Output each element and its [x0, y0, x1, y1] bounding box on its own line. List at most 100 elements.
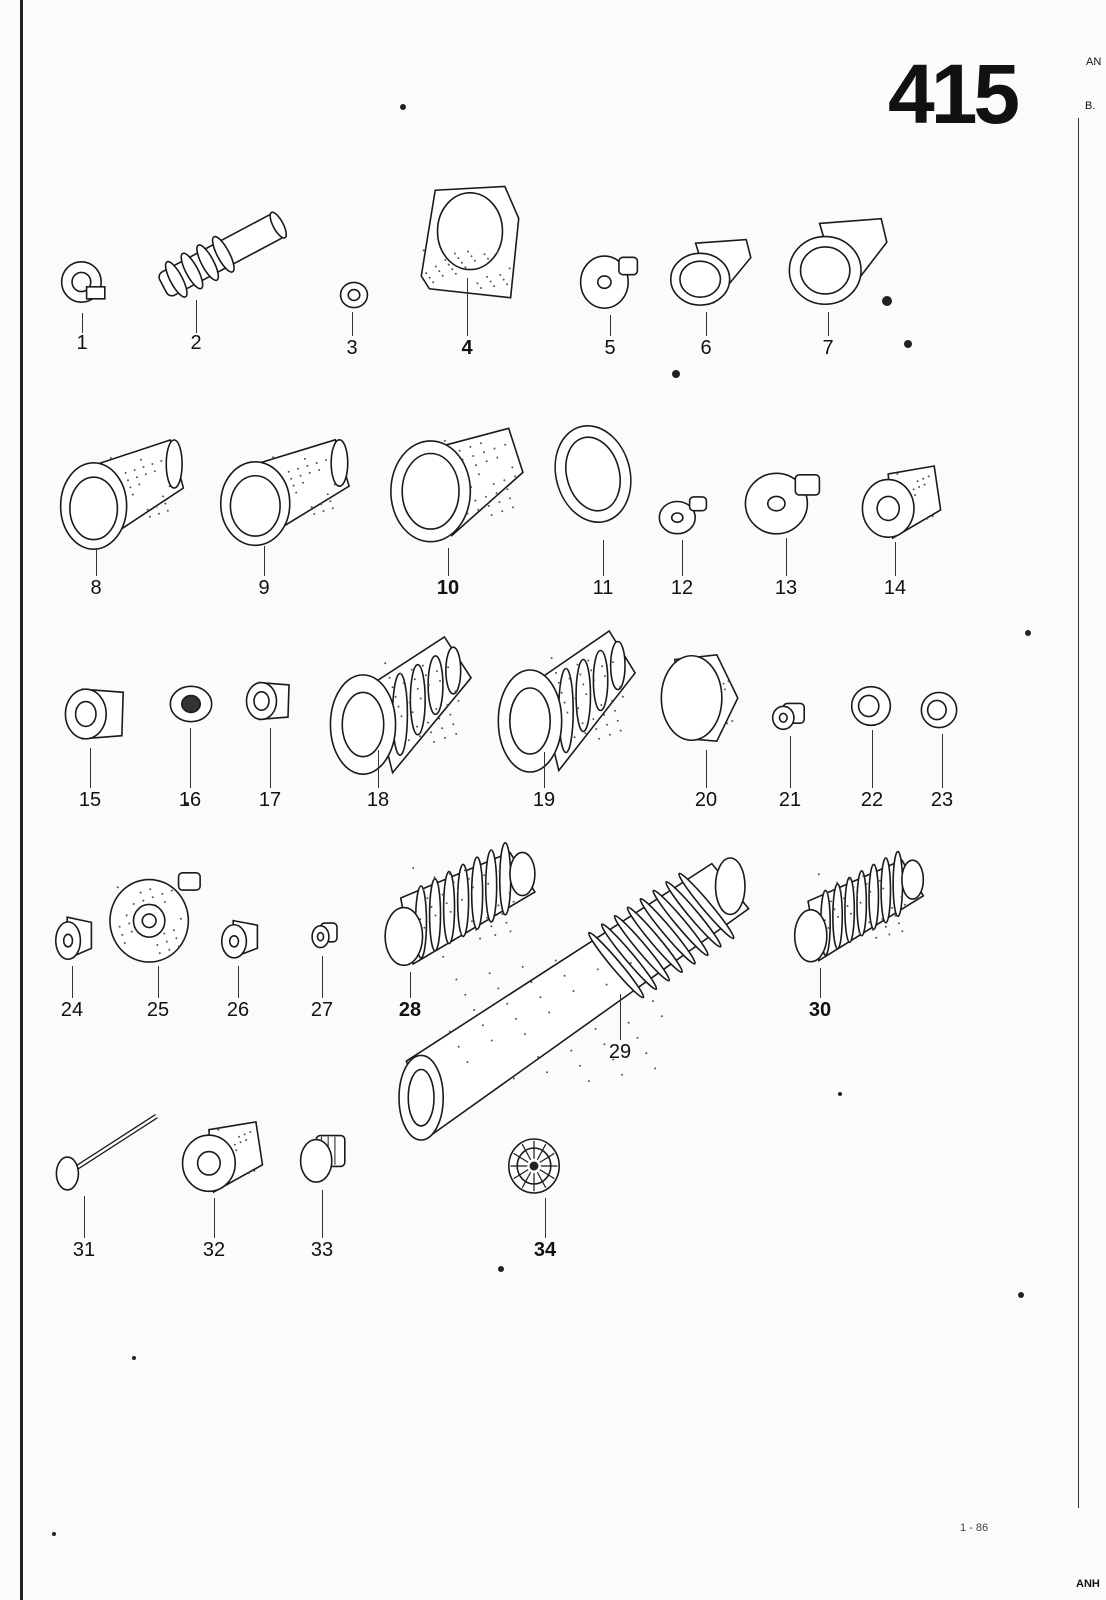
- callout-number: 18: [366, 789, 390, 811]
- leader-line: [610, 315, 611, 336]
- leader-line: [786, 538, 787, 576]
- small-grommet-icon: [656, 490, 712, 536]
- collar-ring-icon: [58, 258, 110, 306]
- stepped-bellows-icon: [494, 628, 638, 778]
- scan-speck: [400, 104, 406, 110]
- scan-speck: [838, 1092, 842, 1096]
- leader-line: [410, 972, 411, 998]
- leader-line: [90, 748, 91, 788]
- callout-number: 30: [808, 999, 832, 1021]
- callout-number: 24: [60, 999, 84, 1021]
- right-margin-rule: [1078, 118, 1079, 1508]
- scan-speck: [132, 1356, 136, 1360]
- disc-grommet-icon: [742, 464, 828, 536]
- leader-line: [322, 1190, 323, 1238]
- leader-line: [682, 540, 683, 576]
- small-plug-icon: [220, 916, 264, 962]
- scan-speck: [904, 340, 912, 348]
- bellows-boot-icon: [792, 850, 926, 966]
- leader-line: [706, 750, 707, 788]
- callout-number: 5: [604, 337, 616, 359]
- edge-label-top: AN: [1086, 56, 1102, 68]
- left-margin-rule: [20, 0, 23, 1600]
- scan-speck: [1018, 1292, 1024, 1298]
- bellows-boot-icon: [382, 841, 538, 970]
- oval-gasket-icon: [552, 422, 634, 526]
- leader-line: [790, 736, 791, 788]
- leader-line: [448, 548, 449, 576]
- callout-number: 1: [76, 332, 88, 354]
- callout-number: 3: [346, 337, 358, 359]
- leader-line: [196, 300, 197, 333]
- callout-number: 4: [461, 337, 473, 359]
- callout-number: 14: [883, 577, 907, 599]
- callout-number: 17: [258, 789, 282, 811]
- edge-label-bottom: ANH: [1076, 1578, 1100, 1590]
- callout-number: 27: [310, 999, 334, 1021]
- leader-line: [84, 1196, 85, 1238]
- callout-number: 25: [146, 999, 170, 1021]
- round-sleeve-icon: [658, 650, 742, 746]
- scan-speck: [52, 1532, 56, 1536]
- tiny-plug-icon: [310, 918, 340, 952]
- callout-number: 22: [860, 789, 884, 811]
- tiny-plug-icon: [770, 698, 808, 734]
- callout-number: 23: [930, 789, 954, 811]
- callout-number: 31: [72, 1239, 96, 1261]
- callout-number: 6: [700, 337, 712, 359]
- leader-line: [72, 966, 73, 998]
- callout-number: 11: [592, 577, 614, 599]
- rod-pin-icon: [52, 1112, 162, 1194]
- callout-number: 7: [822, 337, 834, 359]
- callout-number: 12: [670, 577, 694, 599]
- page-date: 1 - 86: [960, 1522, 989, 1534]
- small-nut-icon: [338, 280, 370, 310]
- leader-line: [352, 312, 353, 336]
- leader-line: [214, 1198, 215, 1238]
- ring-seal-icon: [848, 684, 894, 728]
- page-number: 415: [888, 47, 1020, 141]
- cup-grommet-icon: [244, 678, 294, 724]
- threaded-plug-icon: [298, 1130, 350, 1186]
- callout-number: 19: [532, 789, 556, 811]
- small-plug-icon: [54, 912, 98, 964]
- callout-number: 2: [190, 332, 202, 354]
- funnel-grommet-icon: [668, 236, 760, 308]
- scan-speck: [1025, 630, 1031, 636]
- conical-cap-icon: [176, 1118, 270, 1196]
- callout-number: 10: [436, 577, 460, 599]
- callout-number: 21: [778, 789, 802, 811]
- leader-line: [158, 966, 159, 998]
- callout-number: 33: [310, 1239, 334, 1261]
- conical-cap-icon: [856, 462, 948, 542]
- leader-line: [706, 312, 707, 336]
- leader-line: [942, 734, 943, 788]
- scan-speck: [882, 296, 892, 306]
- callout-number: 28: [398, 999, 422, 1021]
- tubular-boot-icon: [58, 434, 190, 554]
- stepped-bellows-icon: [326, 634, 474, 780]
- leader-line: [620, 994, 621, 1040]
- leader-line: [82, 313, 83, 333]
- funnel-grommet-icon: [786, 214, 898, 308]
- leader-line: [872, 730, 873, 788]
- edge-label-b: B.: [1085, 100, 1096, 112]
- mounting-bracket-boot-icon: [412, 180, 528, 308]
- small-washer-icon: [168, 683, 214, 725]
- leader-line: [96, 548, 97, 576]
- ribbed-disc-icon: [506, 1136, 562, 1196]
- callout-number: 26: [226, 999, 250, 1021]
- leader-line: [828, 312, 829, 336]
- callout-number: 13: [774, 577, 798, 599]
- scan-speck: [672, 370, 680, 378]
- leader-line: [322, 956, 323, 998]
- callout-number: 32: [202, 1239, 226, 1261]
- callout-number: 9: [258, 577, 270, 599]
- leader-line: [544, 752, 545, 788]
- leader-line: [545, 1198, 546, 1238]
- callout-number: 20: [694, 789, 718, 811]
- callout-number: 29: [608, 1041, 632, 1063]
- flange-plate-icon: [108, 868, 206, 964]
- leader-line: [238, 966, 239, 998]
